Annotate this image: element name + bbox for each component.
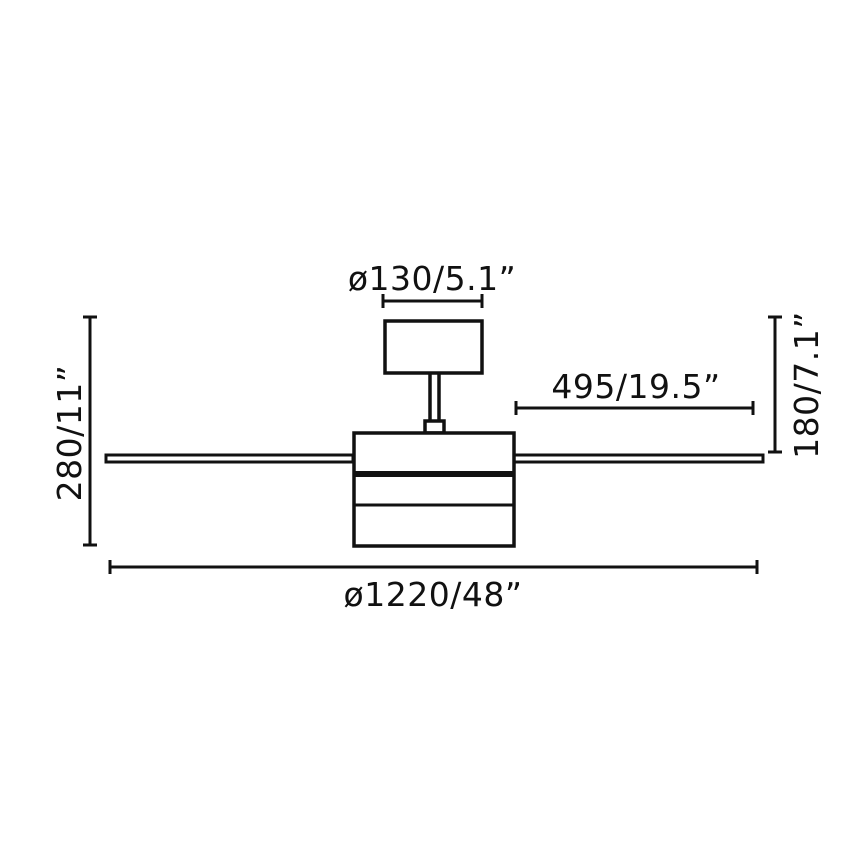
sweep-diameter-label: ø1220/48” xyxy=(344,575,523,614)
downrod xyxy=(428,373,441,421)
motor-height-dimension-line xyxy=(768,315,782,454)
motor-height-label: 180/7.1” xyxy=(787,311,826,459)
canopy-diameter-label: ø130/5.1” xyxy=(348,259,516,298)
motor-housing xyxy=(352,431,516,548)
total-height-label: 280/11” xyxy=(50,365,89,502)
sweep-dimension-line xyxy=(108,560,759,574)
right-blade xyxy=(512,453,765,464)
total-height-dimension-line xyxy=(83,315,97,547)
canopy-dimension-line xyxy=(381,294,484,308)
blade-length-dimension-line xyxy=(514,401,755,415)
blade-length-label: 495/19.5” xyxy=(551,367,720,406)
left-blade xyxy=(104,453,355,464)
downrod-coupler xyxy=(423,419,446,435)
canopy xyxy=(383,319,484,375)
